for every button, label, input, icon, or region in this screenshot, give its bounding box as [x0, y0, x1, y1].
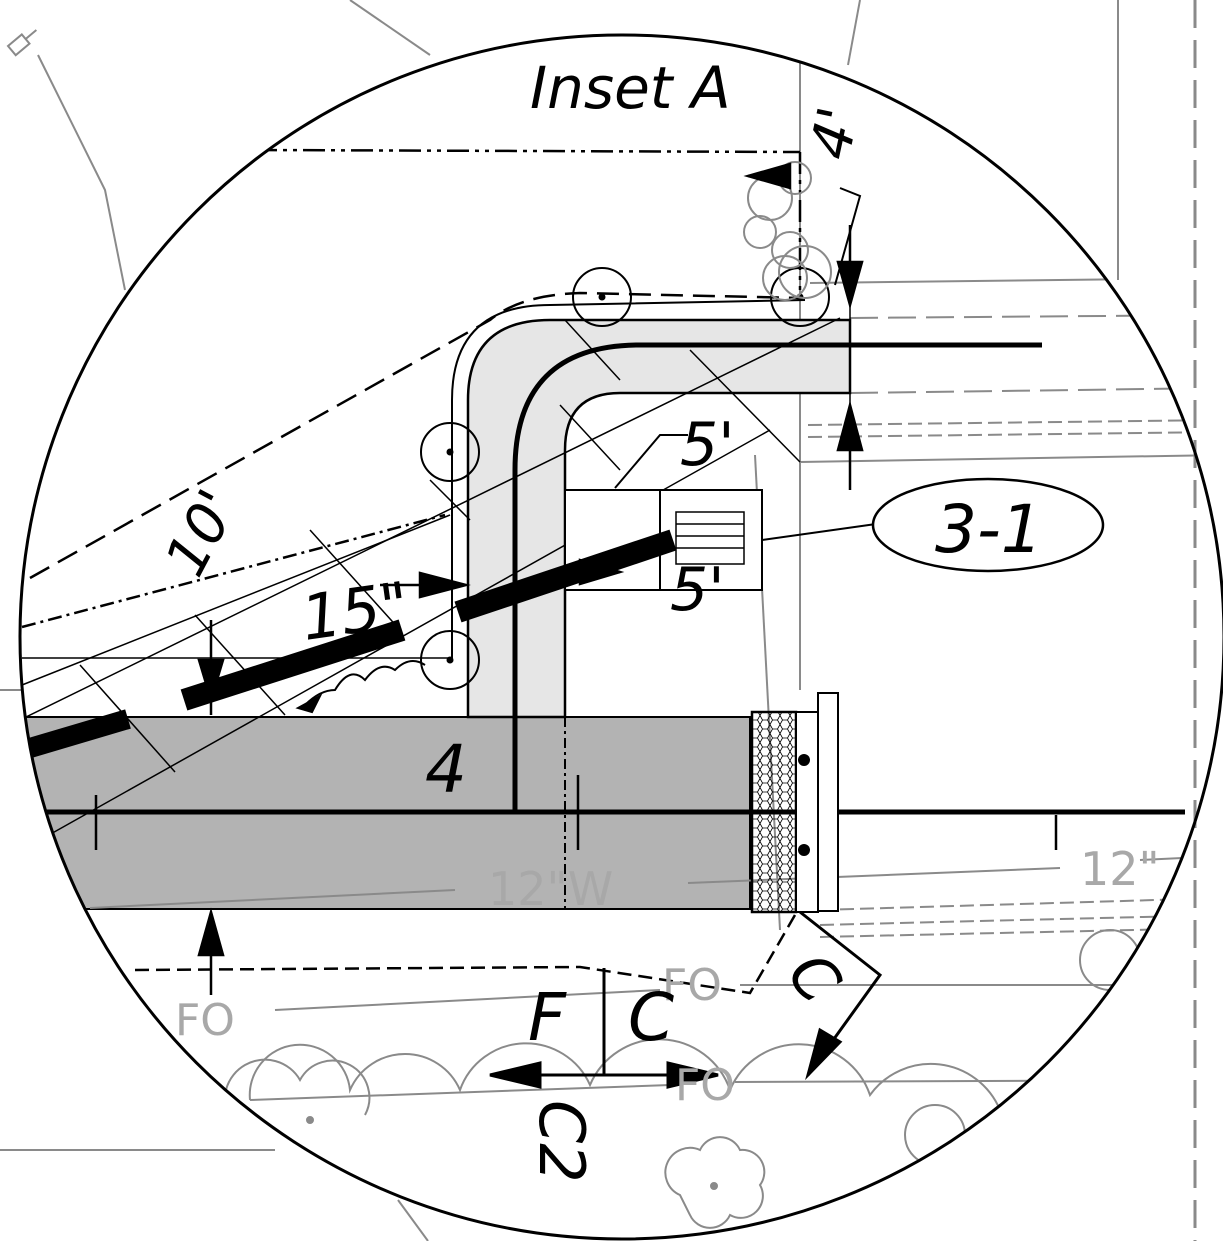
gabion-wall: [750, 710, 798, 914]
dimension-arrows: [197, 162, 864, 995]
callout-label: 3-1: [935, 491, 1043, 568]
anchor-dot-upper: [798, 754, 810, 766]
dim-5-feet-upper: 5': [680, 410, 735, 480]
section-letter-right: C: [628, 979, 674, 1056]
fiber-label-left: FO: [175, 995, 235, 1046]
inset-circle: [18, 33, 1223, 1241]
section-letter-diagonal: C: [774, 940, 855, 1017]
callout-bubble: [871, 477, 1105, 573]
dim-4-feet: 4': [798, 101, 872, 164]
fiber-label-bottom: FO: [675, 1060, 735, 1111]
exterior-linework: [0, 0, 1119, 1241]
dim-15-inch: 15": [297, 568, 414, 655]
section-cut-marker: [489, 910, 883, 1089]
leader-lines: [295, 187, 877, 714]
lane-number: 4: [425, 731, 467, 808]
wall-footing: [795, 711, 819, 913]
fiber-label-center: FO: [662, 960, 722, 1011]
island-inner-edge: [451, 299, 806, 660]
section-number-label: C2: [525, 1100, 598, 1183]
water-label-right: 12": [1080, 842, 1160, 896]
inset-title: Inset A: [530, 54, 731, 122]
rotated-text-mark: [6, 29, 38, 57]
inlet-grate-icon: [675, 511, 745, 565]
node-circles: [420, 267, 830, 690]
slope-dashed-lines: [21, 148, 802, 995]
wall-cap: [817, 692, 839, 912]
thick-linework: [27, 342, 1185, 910]
grading-hatch: [20, 317, 841, 841]
anchor-dot-lower: [798, 844, 810, 856]
dim-5-feet-lower: 5': [670, 555, 725, 625]
water-label-left: 12"W: [488, 862, 613, 916]
section-letter-left: F: [528, 979, 567, 1056]
